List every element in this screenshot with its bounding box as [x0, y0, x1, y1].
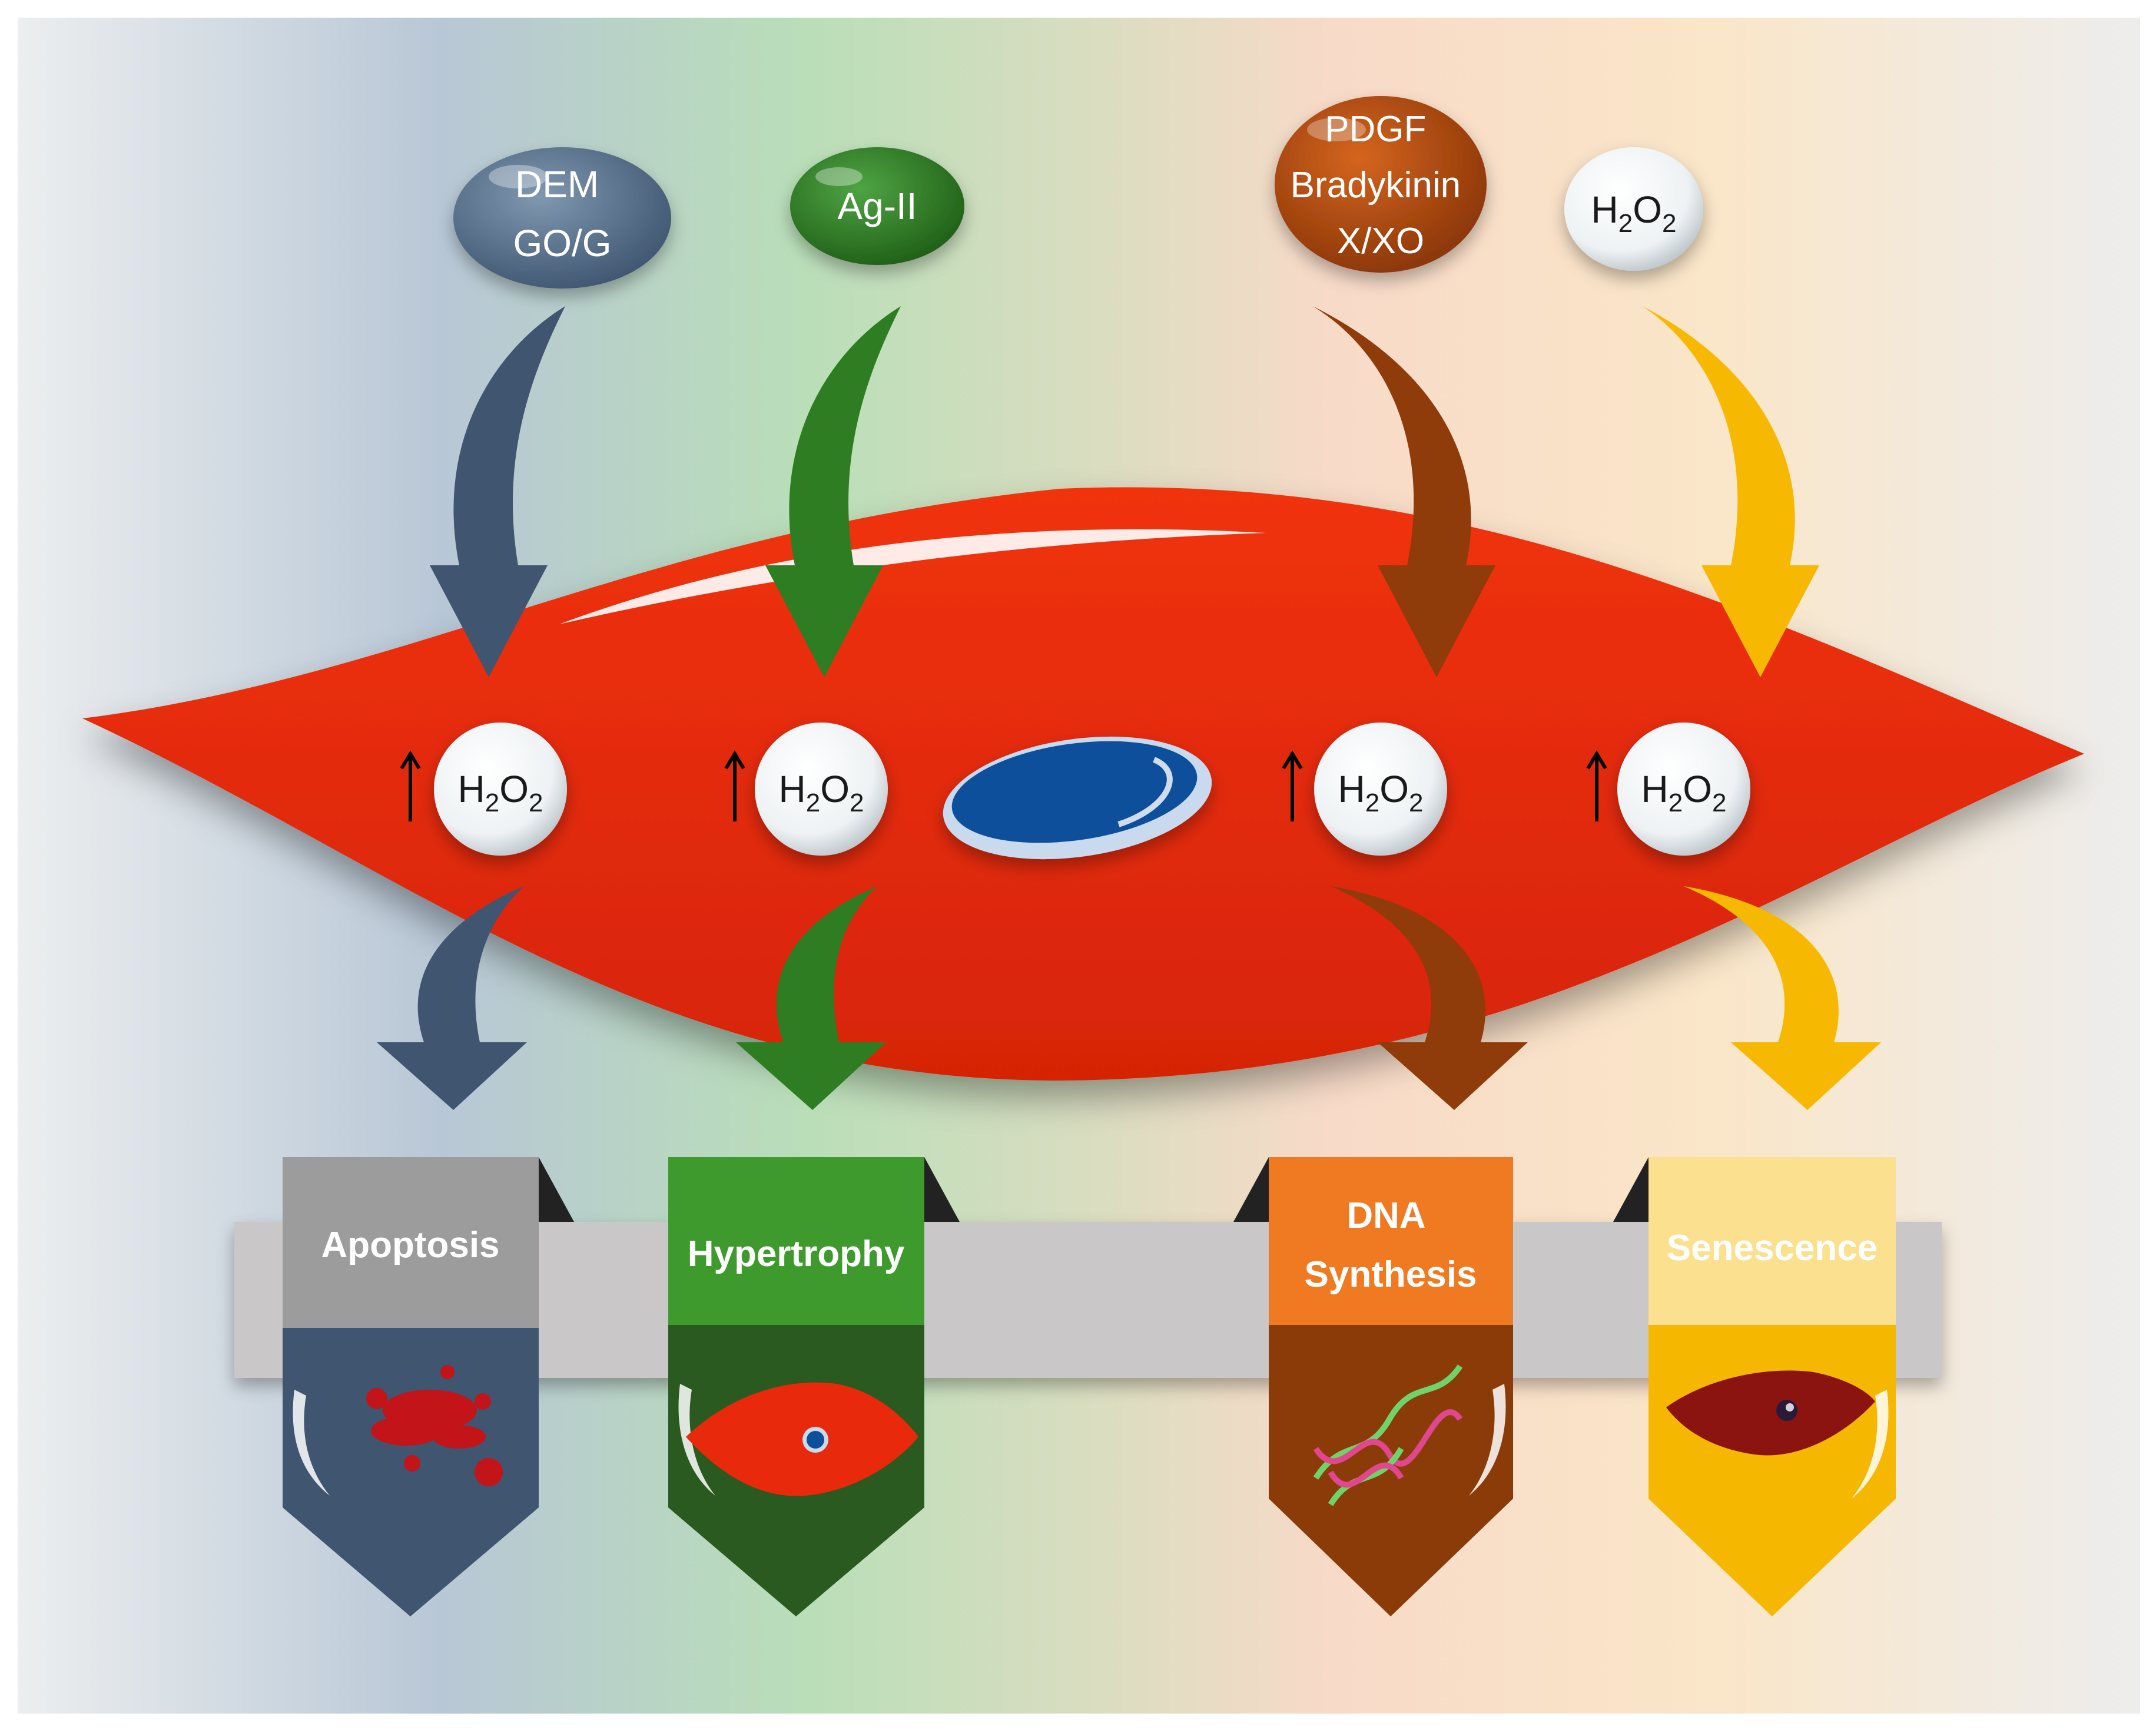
- increase-arrow-icon: [1282, 750, 1303, 821]
- arrow-ag-ii-to-cell: [765, 306, 901, 677]
- arrow-h2o2-to-cell: [1643, 306, 1819, 677]
- h2o2-increase-3: H2O2: [1282, 723, 1447, 856]
- nucleus: [943, 736, 1212, 860]
- svg-text:H2O2: H2O2: [1338, 768, 1424, 817]
- stimulus-label: GO/G: [513, 222, 611, 264]
- stimulus-label: Ag-II: [837, 185, 917, 227]
- dna-helix-icon: [1313, 1364, 1463, 1506]
- svg-text:DEM GO/G: DEM GO/G: [513, 163, 611, 264]
- arrow-cell-to-senescence: [1684, 886, 1881, 1110]
- arrow-cell-to-hypertrophy: [736, 886, 886, 1110]
- h2o2-increase-2: H2O2: [724, 723, 888, 856]
- h2o2-increase-4: H2O2: [1586, 723, 1750, 856]
- stimulus-oval-dem: [453, 147, 671, 289]
- outcome-label: Hypertrophy: [688, 1234, 905, 1274]
- cell-highlight: [559, 529, 1266, 624]
- stimulus-oval-pdgf: [1275, 96, 1487, 273]
- svg-text:H2O2: H2O2: [1641, 768, 1727, 817]
- arrow-pdgf-to-cell: [1313, 306, 1495, 677]
- stimulus-label: PDGF: [1325, 109, 1426, 150]
- outcome-label: Senescence: [1667, 1228, 1878, 1268]
- stimulus-label: H2O2: [1591, 188, 1677, 238]
- outcome-dna-synthesis: DNA Synthesis: [1233, 1157, 1513, 1616]
- outcome-senescence: Senescence: [1613, 1157, 1896, 1616]
- blood-splatter-icon: [366, 1365, 503, 1486]
- arrow-cell-to-apoptosis: [377, 886, 527, 1110]
- stimulus-oval-ag-ii: [790, 147, 964, 265]
- outcome-apoptosis: Apoptosis: [283, 1157, 574, 1616]
- increase-arrow-icon: [1586, 750, 1607, 821]
- stimulus-oval-h2o2: [1564, 147, 1703, 271]
- svg-text:H2O2: H2O2: [458, 768, 543, 817]
- outcome-hypertrophy: Hypertrophy: [668, 1157, 960, 1616]
- enlarged-cell-icon: [686, 1382, 918, 1496]
- outcome-label: DNA: [1346, 1195, 1425, 1236]
- arrow-cell-to-dna-synthesis: [1331, 886, 1528, 1110]
- increase-arrow-icon: [400, 750, 421, 821]
- stimulus-label: DEM: [515, 163, 599, 206]
- senescent-cell-icon: [1666, 1370, 1875, 1456]
- svg-text:PDGF Bradykinin X/XO: PDGF Bradykinin X/XO: [1291, 109, 1471, 261]
- stimulus-label: Bradykinin: [1291, 165, 1461, 206]
- stimulus-label: X/XO: [1337, 221, 1424, 261]
- increase-arrow-icon: [724, 750, 745, 821]
- arrow-dem-to-cell: [430, 306, 565, 677]
- svg-text:H2O2: H2O2: [779, 768, 864, 817]
- outcome-label: Synthesis: [1305, 1254, 1477, 1295]
- h2o2-increase-1: H2O2: [400, 723, 567, 856]
- svg-text:DNA Synthesis: DNA Synthesis: [1305, 1195, 1477, 1295]
- outcome-label: Apoptosis: [321, 1225, 499, 1265]
